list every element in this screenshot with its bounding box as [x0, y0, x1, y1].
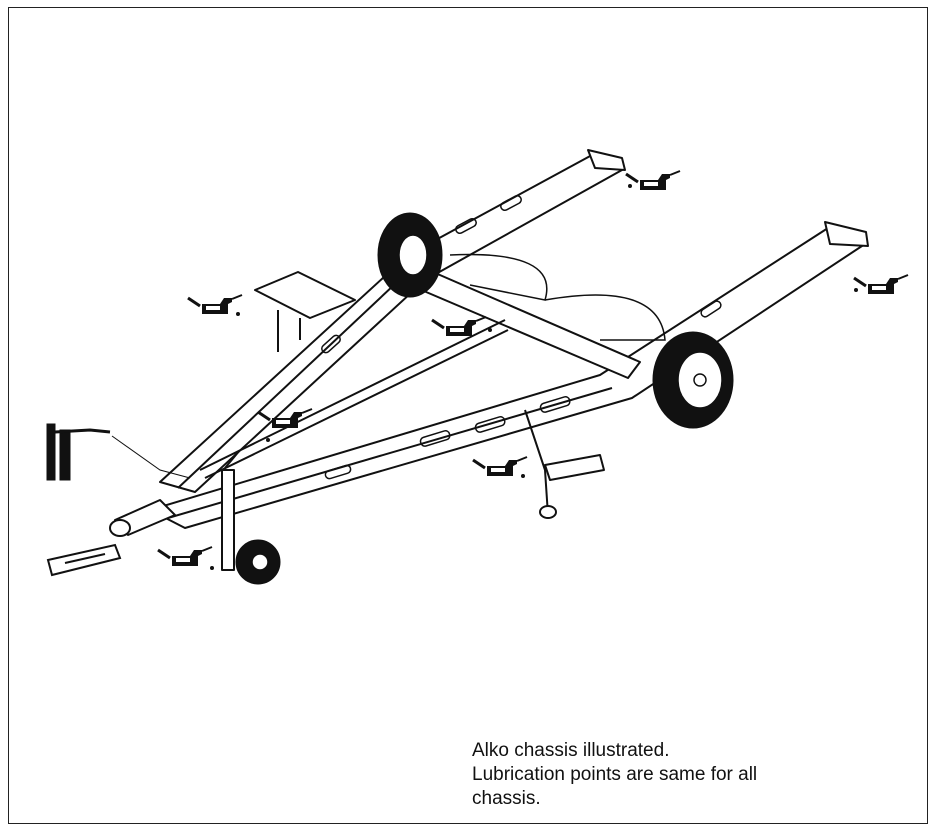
chassis-frame — [109, 149, 869, 571]
oil-can-icon — [186, 293, 244, 316]
caption-line-1: Alko chassis illustrated. — [472, 740, 670, 761]
grease-gun-icon — [46, 423, 191, 481]
caption-line-2: Lubrication points are same for all — [472, 764, 758, 785]
oil-can-icon — [852, 273, 910, 296]
wheels — [235, 212, 734, 585]
drawbar-handle — [46, 543, 122, 577]
oil-can-icon — [256, 407, 314, 442]
oil-can-icon — [156, 545, 214, 570]
oil-can-icon — [471, 455, 529, 478]
oil-can-icon — [430, 315, 492, 338]
fenders — [449, 253, 666, 341]
oil-can-icon — [624, 169, 682, 192]
caption: Alko chassis illustrated. Lubrication po… — [472, 739, 892, 811]
caption-line-3: chassis. — [472, 788, 541, 809]
